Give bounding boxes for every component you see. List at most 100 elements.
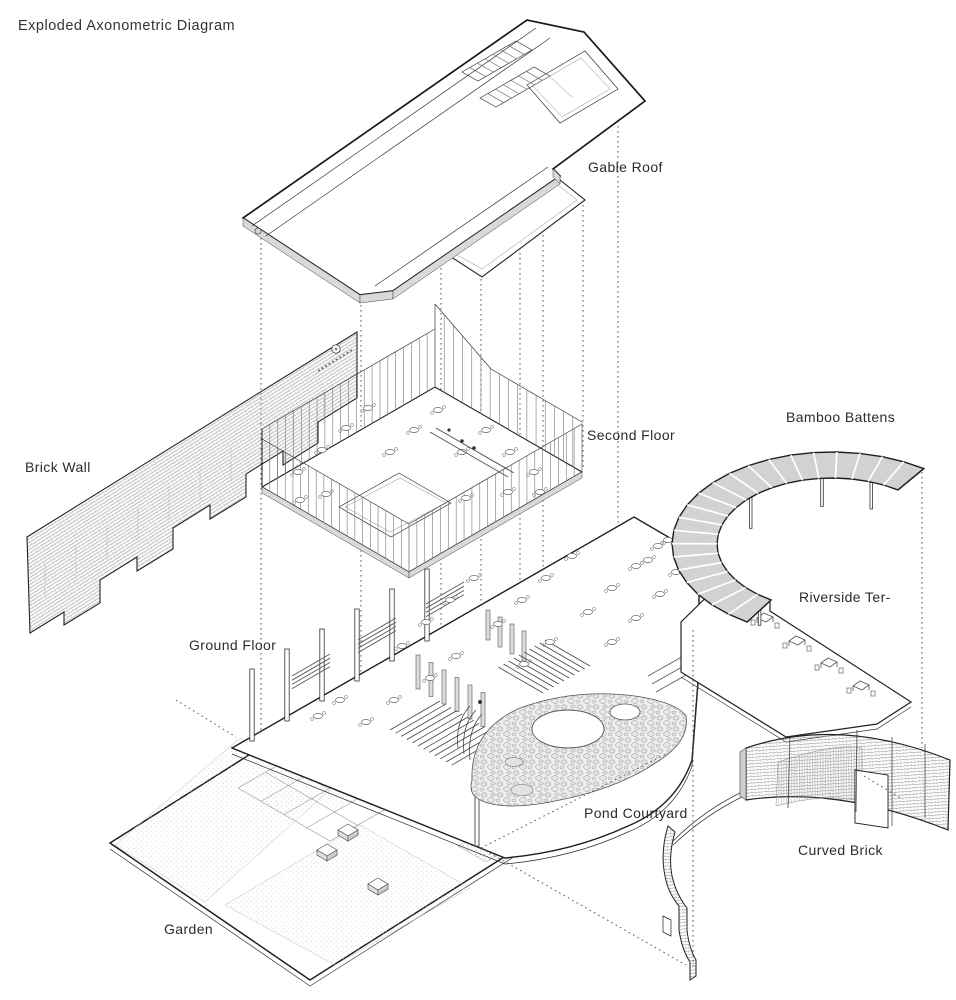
roof-skylight-inner — [532, 57, 611, 118]
table — [607, 639, 617, 645]
table — [451, 653, 461, 659]
bamboo-battens-drawing — [671, 451, 926, 626]
chair — [442, 405, 446, 409]
bench-slat — [357, 630, 397, 653]
column — [354, 608, 360, 682]
batten-gap — [812, 452, 820, 479]
table — [293, 469, 303, 475]
chair — [532, 493, 536, 497]
chair — [406, 431, 410, 435]
label-brick-wall: Brick Wall — [25, 459, 91, 475]
partition-screen — [521, 630, 527, 662]
batten-gap — [697, 579, 736, 595]
chair — [652, 595, 656, 599]
louver-slat — [477, 62, 494, 73]
table — [363, 405, 373, 411]
louver-slat — [518, 75, 535, 86]
batten-gap — [728, 472, 759, 495]
chair — [554, 637, 558, 641]
table — [505, 449, 515, 455]
planter-box-side — [377, 883, 389, 896]
louver-slat — [508, 45, 525, 55]
curved-brick-drawing — [662, 729, 951, 981]
bench-slat — [425, 585, 465, 609]
chair — [394, 447, 398, 451]
bench-slat — [425, 590, 465, 613]
stair-step — [417, 716, 469, 747]
chair — [332, 701, 336, 705]
bench-slat — [291, 653, 331, 677]
table — [335, 697, 345, 703]
table — [361, 719, 371, 725]
table — [631, 615, 641, 621]
projection-line-diagonal — [480, 847, 687, 966]
label-curved-brick: Curved Brick — [798, 842, 884, 858]
pond-water-stone — [470, 693, 687, 807]
bench-slat — [425, 594, 465, 617]
brick-wall-drawing — [26, 331, 358, 634]
louver-slat — [495, 88, 512, 99]
brick-wall-face — [26, 331, 358, 634]
partition-screen — [415, 654, 421, 690]
bench-slat — [291, 662, 331, 685]
signage-logo-dot — [334, 347, 338, 351]
chair — [660, 541, 664, 545]
terrace-chair — [774, 622, 780, 629]
chair — [478, 431, 482, 435]
table — [535, 489, 545, 495]
terrace-chair — [846, 687, 852, 694]
terrace-chair — [838, 667, 844, 674]
chair — [394, 647, 398, 651]
batten-gap — [834, 451, 838, 479]
canopy-end — [746, 599, 772, 623]
batten-gap — [747, 464, 773, 489]
chair — [470, 493, 474, 497]
chair — [640, 613, 644, 617]
terrace-chair — [870, 690, 876, 697]
label-second-floor: Second Floor — [587, 427, 675, 443]
louver-slat — [487, 93, 504, 103]
batten-gap — [851, 453, 861, 480]
roof-plane — [241, 19, 647, 296]
stair-step — [529, 648, 575, 676]
terrace-chair — [814, 664, 820, 671]
label-pond-courtyard: Pond Courtyard — [584, 805, 688, 821]
chair — [502, 453, 506, 457]
table — [389, 697, 399, 703]
chair — [454, 453, 458, 457]
pond-courtyard-drawing — [457, 649, 703, 807]
table — [317, 447, 327, 453]
column — [319, 628, 325, 702]
chair — [398, 695, 402, 699]
chair — [664, 589, 668, 593]
louver-slat — [526, 71, 543, 81]
figure-dot — [478, 700, 482, 704]
partition-screen — [467, 684, 473, 720]
label-bamboo-battens: Bamboo Battens — [786, 409, 895, 425]
roof-eave-notch — [552, 168, 561, 185]
chair — [542, 643, 546, 647]
second-floor-slab-edge — [408, 471, 583, 579]
chair — [370, 717, 374, 721]
stair-step — [423, 719, 474, 750]
chair — [668, 573, 672, 577]
batten-post — [749, 496, 753, 529]
bench-slat — [425, 581, 465, 605]
pond-stone — [504, 757, 524, 767]
chair — [564, 557, 568, 561]
label-ground-floor: Ground Floor — [189, 637, 276, 653]
canopy-end — [897, 468, 925, 491]
curved-brick-end-cap — [739, 747, 747, 801]
bench-slat — [357, 617, 397, 641]
table — [631, 563, 641, 569]
table — [397, 643, 407, 649]
chair — [302, 467, 306, 471]
second-floor-furniture — [290, 403, 548, 505]
bench-slat — [357, 621, 397, 645]
stair-step — [508, 660, 554, 688]
column — [249, 668, 255, 742]
chair — [454, 595, 458, 599]
terrace-chair — [750, 619, 756, 626]
